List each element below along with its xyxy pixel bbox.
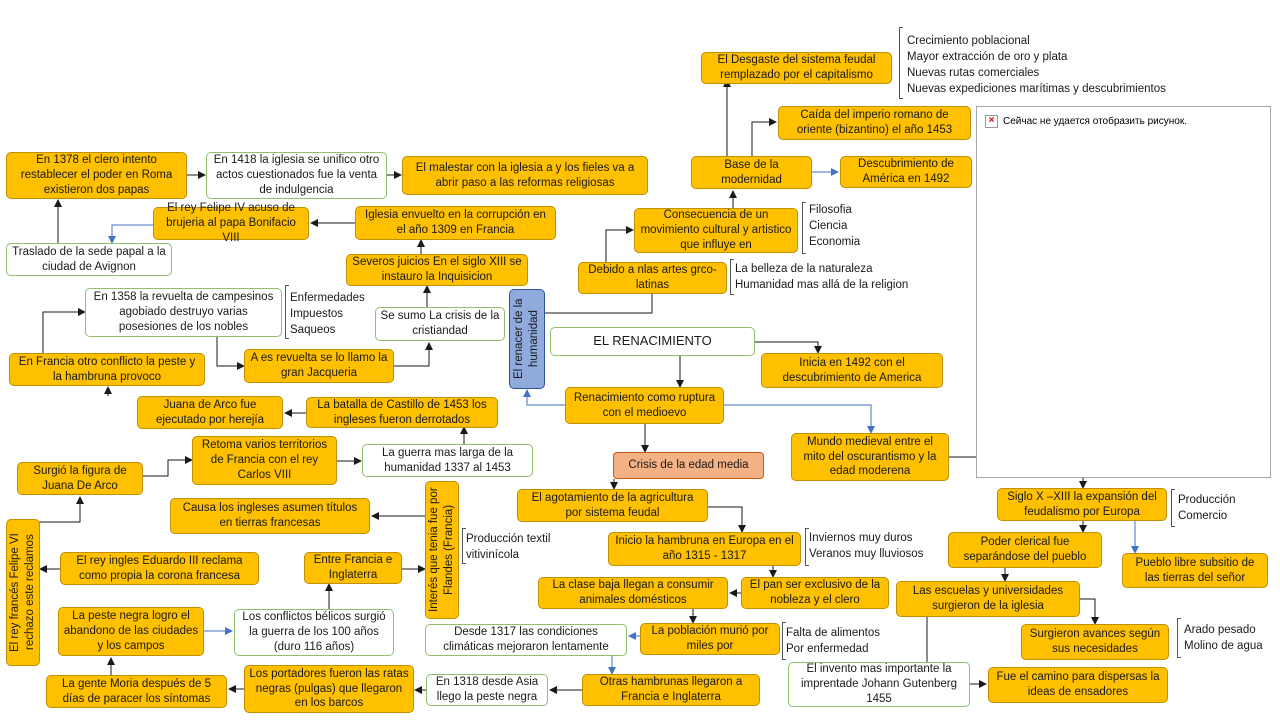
note-produccion-comercio: Producción Comercio [1178, 494, 1236, 522]
node-inicia-1492: Inicia en 1492 con el descubrimiento de … [761, 353, 943, 388]
node-camino: Fue el camino para dispersas la ideas de… [988, 667, 1168, 703]
node-mundo-medieval: Mundo medieval entre el mito del oscuran… [791, 433, 949, 481]
node-en-1378: En 1378 el clero intento restablecer el … [6, 152, 187, 199]
node-revuelta-1358: En 1358 la revuelta de campesinos agobia… [85, 288, 282, 337]
connector [143, 456, 193, 477]
brace [1177, 618, 1181, 658]
node-interes: Interés que tenia fue por Flandes (Franc… [425, 481, 459, 619]
node-pan-exclusivo: El pan ser exclusivo de la nobleza y el … [741, 577, 889, 609]
node-traslado: Traslado de la sede papal a la ciudad de… [6, 243, 172, 276]
connector-blue [108, 224, 153, 244]
node-agotamiento: El agotamiento de la agricultura por sis… [517, 489, 708, 522]
node-felipe-iv: El rey Felipe IV acuso de brujeria al pa… [153, 202, 309, 244]
node-malestar: El malestar con la iglesia a y los fiele… [402, 156, 648, 195]
node-caida: Caída del imperio romano de oriente (biz… [778, 106, 971, 140]
node-siglo-x: Siglo X –XIII la expansión del feudalism… [997, 488, 1167, 521]
connector [394, 342, 433, 367]
node-causa: Causa los ingleses asumen títulos en tie… [170, 498, 370, 534]
connector [708, 506, 746, 533]
node-crisis: Crisis de la edad media [613, 452, 764, 479]
node-gente-moria: La gente Moria después de 5 días de para… [46, 675, 227, 708]
note-produccion-textil: Producción textil vitivinícola [466, 533, 551, 561]
image-error-message: × Сейчас не удается отобразить рисунок. [985, 115, 1187, 128]
node-entre-francia: Entre Francia e Inglaterra [304, 552, 402, 584]
connector [605, 226, 634, 262]
node-otras-hambrunas: Otras hambrunas llegaron a Francia e Ing… [582, 674, 760, 706]
connector [42, 308, 86, 353]
node-francia-conflicto: En Francia otro conflicto la peste y la … [9, 353, 205, 386]
note-filosofia: Filosofia Ciencia Economia [809, 204, 861, 248]
connector [751, 118, 777, 156]
node-conflictos: Los conflictos bélicos surgió la guerra … [234, 609, 394, 656]
node-base: Base de la modernidad [691, 156, 812, 189]
node-en-1318: En 1318 desde Asia llego la peste negra [426, 674, 548, 706]
brace [899, 27, 903, 99]
connector [755, 341, 822, 354]
node-renacer: El renacer de la humanidad [509, 289, 545, 389]
connector [545, 294, 653, 314]
node-portadores: Los portadores fueron las ratas negras (… [244, 665, 414, 713]
node-avances: Surgieron avances según sus necesidades [1021, 624, 1169, 660]
node-juana-ejecutado: Juana de Arco fue ejecutado por herejía [137, 396, 283, 429]
node-clase-baja: La clase baja llegan a consumir animales… [538, 577, 728, 609]
note-belleza: La belleza de la naturaleza Humanidad ma… [735, 263, 909, 291]
node-peste-negra: La peste negra logro el abandono de las … [58, 607, 204, 656]
node-en-1418: En 1418 la iglesia se unifico otro actos… [206, 152, 387, 199]
node-invento: El invento mas importante la imprentade … [788, 662, 970, 707]
brace [805, 528, 809, 566]
node-hambruna-1315: Inicio la hambruna en Europa en el año 1… [608, 532, 801, 566]
brace [782, 622, 786, 660]
node-ruptura: Renacimiento como ruptura con el medioev… [565, 387, 724, 424]
connector [38, 496, 84, 523]
node-guerra-larga: La guerra mas larga de la humanidad 1337… [362, 444, 533, 477]
node-descubrimiento: Descubrimiento de América en 1492 [840, 156, 972, 188]
connector [216, 337, 245, 370]
brace [730, 259, 734, 295]
image-placeholder-panel: × Сейчас не удается отобразить рисунок. [976, 106, 1271, 478]
node-desde-1317: Desde 1317 las condiciones climáticas me… [425, 624, 627, 656]
brace [802, 202, 806, 254]
brace [285, 285, 289, 339]
node-juana-figura: Surgió la figura de Juana De Arco [17, 462, 143, 495]
note-falta: Falta de alimentos Por enfermedad [786, 627, 880, 655]
brace [462, 528, 466, 564]
node-poder-clerical: Poder clerical fue separándose del puebl… [948, 532, 1102, 568]
node-debido: Debido a nlas artes grco-latinas [578, 262, 727, 294]
brace [1171, 489, 1175, 527]
node-iglesia-1309: Iglesia envuelto en la corrupción en el … [355, 206, 556, 240]
note-arado: Arado pesado Molino de agua [1184, 624, 1263, 652]
node-jacqueria: A es revuelta se lo llamo la gran Jacque… [244, 349, 394, 383]
node-severos: Severos juicios En el siglo XIII se inst… [346, 254, 528, 286]
node-eduardo: El rey ingles Eduardo III reclama como p… [60, 552, 259, 585]
connector-blue [523, 389, 565, 406]
node-escuelas: Las escuelas y universidades surgieron d… [896, 581, 1080, 617]
node-pueblo-libre: Pueblo libre subsitio de las tierras del… [1122, 553, 1268, 588]
node-desgaste: El Desgaste del sistema feudal remplazad… [701, 52, 892, 84]
node-consecuencia: Consecuencia de un movimiento cultural y… [634, 208, 798, 253]
connector-blue [724, 404, 875, 434]
node-batalla: La batalla de Castillo de 1453 los ingle… [306, 397, 498, 428]
node-felipe-vi: El rey francés Felipe VI rechazo este re… [6, 519, 40, 666]
note-inviernos: Inviernos muy duros Veranos muy lluvioso… [809, 532, 924, 560]
node-poblacion-murio: La población murió por miles por [640, 623, 780, 655]
note-crecimiento: Crecimiento poblacional Mayor extracción… [907, 35, 1166, 95]
node-se-sumo: Se sumo La crisis de la cristiandad [375, 307, 505, 341]
node-el-renacimiento: EL RENACIMIENTO [550, 327, 755, 356]
node-retoma: Retoma varios territorios de Francia con… [192, 436, 337, 485]
note-enfermedades: Enfermedades Impuestos Saqueos [290, 292, 365, 336]
broken-image-icon: × [985, 115, 998, 128]
image-error-text: Сейчас не удается отобразить рисунок. [1003, 116, 1187, 127]
